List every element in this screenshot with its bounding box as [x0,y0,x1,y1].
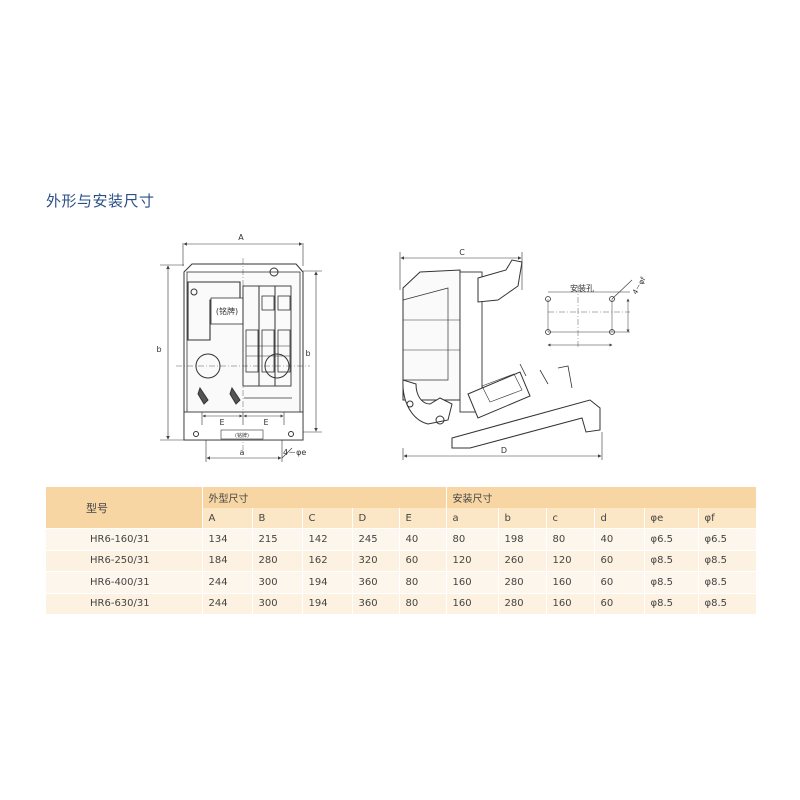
mounting-hole-drawing [545,279,633,348]
table-cell: 60 [593,571,645,593]
table-cell-model: HR6-630/31 [46,592,202,614]
outline-dimensions-header: 外型尺寸 [201,487,447,508]
table-row: HR6-250/31 184 280 162 320 60 120 260 12… [46,549,757,572]
front-view-drawing [160,242,322,462]
col-header-a: a [445,508,499,529]
table-row: HR6-630/31 244 300 194 360 80 160 280 16… [46,592,757,614]
table-cell: 198 [497,528,547,550]
front-hole-label: 4－φe [283,448,306,457]
model-header: 型号 [46,487,202,529]
col-header-B: B [251,508,302,529]
table-cell: 162 [301,549,352,572]
col-header-A: A [201,508,252,529]
table-cell: 40 [398,528,447,550]
section-title: 外形与安装尺寸 [46,192,155,210]
table-cell: 60 [398,549,447,572]
col-header-d: d [593,508,645,529]
mounting-dimensions-header: 安装尺寸 [445,487,757,508]
front-dim-A: A [238,233,244,242]
front-dim-b-left: b [156,345,161,354]
dimension-drawings: A b b E E a 4－φe (铭牌) (铭牌) C D [156,233,648,462]
table-cell: 142 [301,528,352,550]
table-cell: 60 [593,592,645,614]
side-dim-D: D [501,446,507,455]
table-cell-model: HR6-250/31 [46,549,202,572]
table-cell: 120 [545,549,595,572]
table-cell: 160 [545,571,595,593]
table-cell: 280 [497,592,547,614]
table-cell: 244 [201,592,252,614]
col-header-E: E [398,508,447,529]
mount-hole-label: 安装孔 [570,283,594,293]
side-dim-C: C [459,248,465,257]
table-cell: φ8.5 [697,549,757,572]
table-cell: φ6.5 [643,528,699,550]
table-cell: φ6.5 [697,528,757,550]
front-small-plate-label: (铭牌) [235,432,249,439]
front-dim-E-right: E [263,418,268,427]
table-cell: 280 [251,549,302,572]
table-cell: φ8.5 [643,549,699,572]
table-cell: 360 [351,592,399,614]
table-cell: 80 [398,571,447,593]
table-cell: 280 [497,571,547,593]
col-header-c: c [545,508,595,529]
table-cell: 160 [445,571,499,593]
table-cell: 260 [497,549,547,572]
front-nameplate-label: (铭牌) [216,306,238,316]
table-cell: φ8.5 [697,592,757,614]
table-cell: 194 [301,571,352,593]
table-cell: φ8.5 [643,592,699,614]
table-cell: 300 [251,571,302,593]
side-view-drawing [399,252,603,460]
mount-hole-size: 4－φf [631,275,647,296]
col-header-C: C [301,508,352,529]
table-cell: 360 [351,571,399,593]
table-cell: 194 [301,592,352,614]
table-cell: 134 [201,528,252,550]
table-cell: 245 [351,528,399,550]
table-cell: 60 [593,549,645,572]
table-cell: φ8.5 [697,571,757,593]
table-cell: 300 [251,592,302,614]
table-cell-model: HR6-400/31 [46,571,202,593]
front-dim-a: a [240,448,245,457]
table-cell: 80 [398,592,447,614]
table-row: HR6-160/31 134 215 142 245 40 80 198 80 … [46,528,757,550]
table-cell: 80 [545,528,595,550]
col-header-phi-e: φe [643,508,699,529]
col-header-phi-f: φf [697,508,757,529]
table-cell: φ8.5 [643,571,699,593]
table-cell: 184 [201,549,252,572]
col-header-D: D [351,508,399,529]
table-cell: 120 [445,549,499,572]
table-cell: 244 [201,571,252,593]
front-dim-b-right: b [305,349,310,358]
table-cell: 160 [445,592,499,614]
front-dim-E-left: E [219,418,224,427]
table-cell: 160 [545,592,595,614]
col-header-b: b [497,508,547,529]
table-cell: 40 [593,528,645,550]
dimension-table: 型号 外型尺寸 安装尺寸 A B C D E a b c d φe φf HR6… [46,487,757,614]
table-cell: 80 [445,528,499,550]
table-cell: 215 [251,528,302,550]
table-cell: 320 [351,549,399,572]
table-cell-model: HR6-160/31 [46,528,202,550]
table-row: HR6-400/31 244 300 194 360 80 160 280 16… [46,571,757,593]
